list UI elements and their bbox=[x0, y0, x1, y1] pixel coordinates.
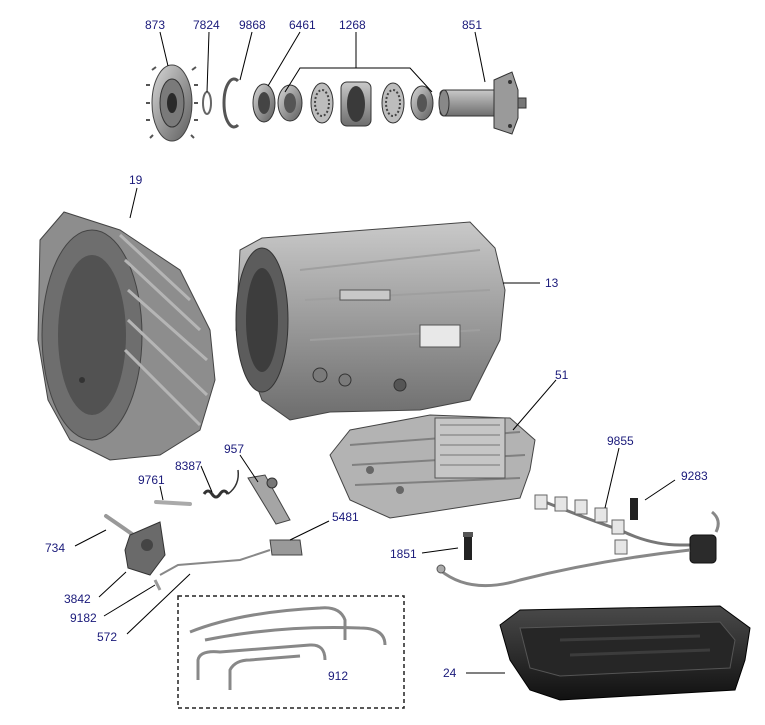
valve-body-51 bbox=[329, 414, 536, 519]
callout-1851: 1851 bbox=[390, 547, 417, 561]
callout-8387: 8387 bbox=[175, 459, 202, 473]
callout-873: 873 bbox=[145, 18, 166, 32]
bearing-race-1268 bbox=[340, 81, 372, 127]
small-linkage-parts bbox=[104, 469, 303, 591]
oil-pan-24 bbox=[499, 605, 751, 701]
callout-957: 957 bbox=[224, 442, 245, 456]
bell-housing-19 bbox=[37, 211, 216, 461]
callout-3842: 3842 bbox=[64, 592, 91, 606]
transmission-case-13 bbox=[235, 221, 506, 421]
leader-lines bbox=[74, 31, 676, 674]
callout-912: 912 bbox=[328, 669, 349, 683]
callout-572: 572 bbox=[97, 630, 118, 644]
callout-9868: 9868 bbox=[239, 18, 266, 32]
bearing-1268-c bbox=[381, 82, 405, 124]
callout-13: 13 bbox=[545, 276, 559, 290]
callout-9283: 9283 bbox=[681, 469, 708, 483]
callout-851: 851 bbox=[462, 18, 483, 32]
tube-kit-912 bbox=[177, 595, 405, 709]
bearing-1268-b bbox=[310, 82, 334, 124]
bearing-1268-a bbox=[277, 84, 303, 122]
callout-6461: 6461 bbox=[289, 18, 316, 32]
callout-1268: 1268 bbox=[339, 18, 366, 32]
snap-ring-9868 bbox=[222, 77, 240, 129]
callout-7824: 7824 bbox=[193, 18, 220, 32]
callout-51: 51 bbox=[555, 368, 569, 382]
bearing-6461 bbox=[252, 83, 276, 123]
callout-24: 24 bbox=[443, 666, 457, 680]
sensor-1851 bbox=[463, 532, 473, 560]
output-shaft-851 bbox=[438, 71, 527, 135]
callout-9182: 9182 bbox=[70, 611, 97, 625]
callout-734: 734 bbox=[45, 541, 66, 555]
wire-harness-9855 bbox=[436, 494, 720, 588]
gear-873 bbox=[146, 64, 198, 142]
snap-ring-7824 bbox=[202, 91, 212, 115]
callout-9855: 9855 bbox=[607, 434, 634, 448]
callout-9761: 9761 bbox=[138, 473, 165, 487]
callout-5481: 5481 bbox=[332, 510, 359, 524]
callout-19: 19 bbox=[129, 173, 143, 187]
bearing-1268-d bbox=[410, 85, 434, 121]
